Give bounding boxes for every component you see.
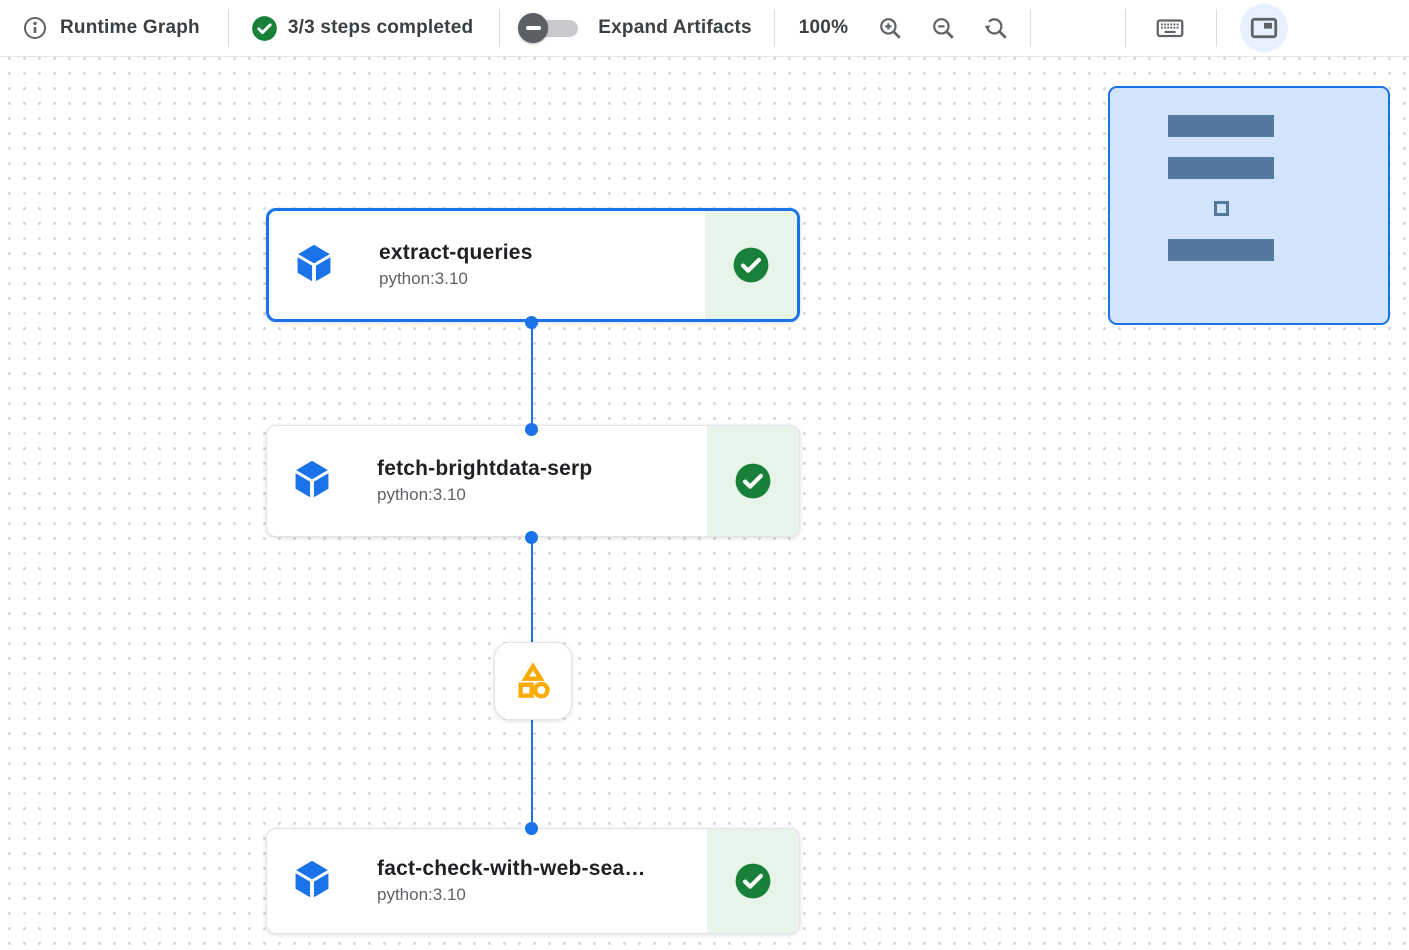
task-node-fact-check-with-web-search[interactable]: fact-check-with-web-sea… python:3.10 [266, 828, 800, 934]
check-circle-icon [735, 463, 771, 499]
check-circle-icon [251, 15, 278, 42]
node-title: extract-queries [379, 241, 533, 264]
node-title: fetch-brightdata-serp [377, 457, 593, 480]
toggle-minus-icon [525, 26, 541, 30]
minimap-node-bar [1168, 157, 1274, 179]
toolbar-divider [1030, 9, 1032, 47]
task-node-fetch-brightdata-serp[interactable]: fetch-brightdata-serp python:3.10 [266, 425, 800, 537]
task-node-extract-queries[interactable]: extract-queries python:3.10 [266, 208, 800, 322]
expand-artifacts-toggle[interactable] [518, 12, 584, 44]
zoom-controls-group: 100% [799, 8, 1016, 48]
toggle-knob [518, 13, 549, 43]
minimap[interactable] [1108, 86, 1390, 325]
node-subtitle: python:3.10 [377, 485, 466, 504]
node-text: fact-check-with-web-sea… python:3.10 [377, 857, 646, 905]
zoom-in-button[interactable] [870, 8, 910, 48]
cube-icon [291, 458, 333, 505]
node-text: extract-queries python:3.10 [379, 241, 533, 289]
status-badge [707, 829, 799, 933]
artifact-node[interactable] [494, 642, 572, 720]
check-circle-icon [735, 863, 771, 899]
expand-artifacts-label: Expand Artifacts [598, 17, 752, 38]
minimap-node-bar [1168, 115, 1274, 137]
cube-icon [293, 242, 335, 289]
cube-icon [291, 858, 333, 905]
minimap-toggle-button[interactable] [1240, 4, 1289, 52]
node-title: fact-check-with-web-sea… [377, 857, 646, 880]
toolbar-divider [1216, 9, 1218, 47]
keyboard-shortcuts-button[interactable] [1150, 8, 1190, 48]
check-circle-icon [733, 247, 769, 283]
artifact-shapes-icon [518, 662, 550, 699]
port-dot [525, 423, 538, 436]
status-badge [707, 426, 799, 536]
graph-canvas[interactable]: extract-queries python:3.10 fetch-b [0, 57, 1409, 950]
port-dot [525, 531, 538, 544]
status-badge [705, 211, 797, 319]
port-dot [525, 316, 538, 329]
toolbar-divider [1125, 9, 1127, 47]
node-subtitle: python:3.10 [379, 269, 468, 288]
toolbar-divider [773, 9, 775, 47]
runtime-graph-group: Runtime Graph [18, 11, 200, 45]
info-icon[interactable] [18, 11, 52, 45]
zoom-level: 100% [798, 17, 849, 38]
toolbar-divider [227, 9, 229, 47]
steps-status-group: 3/3 steps completed [251, 15, 473, 42]
zoom-out-button[interactable] [923, 8, 963, 48]
node-text: fetch-brightdata-serp python:3.10 [377, 457, 592, 505]
steps-completed-label: 3/3 steps completed [287, 17, 474, 38]
toolbar-divider [499, 9, 501, 47]
node-subtitle: python:3.10 [377, 885, 466, 904]
page-title: Runtime Graph [60, 17, 200, 38]
minimap-node-bar [1168, 239, 1274, 261]
expand-artifacts-group: Expand Artifacts [518, 12, 752, 44]
zoom-reset-button[interactable] [976, 8, 1016, 48]
port-dot [525, 822, 538, 835]
edge-extract-to-fetch [531, 322, 533, 430]
toolbar: Runtime Graph 3/3 steps completed Expand… [0, 0, 1409, 57]
minimap-artifact-marker [1214, 201, 1229, 216]
